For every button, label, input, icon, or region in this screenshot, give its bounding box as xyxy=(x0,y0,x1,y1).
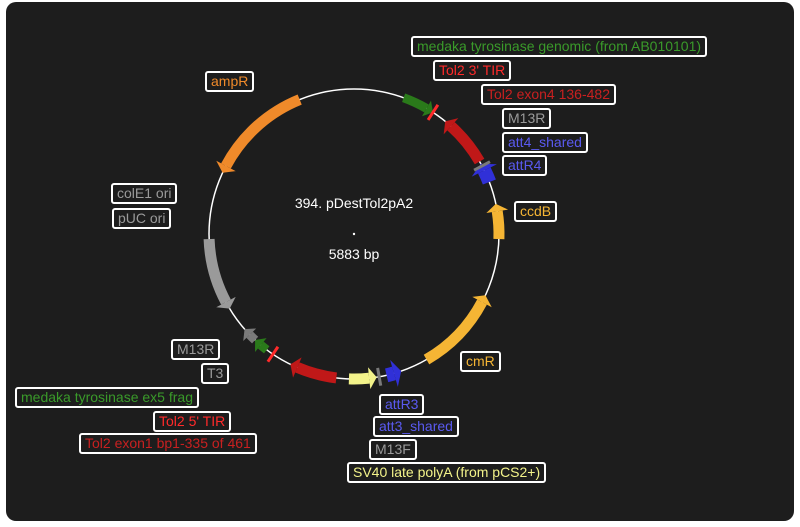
ampr-arc[interactable] xyxy=(221,94,302,169)
label-m13f[interactable]: M13F xyxy=(369,439,417,460)
attr3-arc[interactable] xyxy=(385,366,396,383)
label-attr4[interactable]: attR4 xyxy=(502,155,548,176)
tol2-exon4-arc-arrowhead xyxy=(443,118,459,135)
label-tol2-exon4[interactable]: Tol2 exon4 136-482 xyxy=(481,84,616,105)
plasmid-name: 394. pDestTol2pA2 xyxy=(294,195,414,211)
ori-arc[interactable] xyxy=(203,238,231,305)
tyrosinase-top-arc[interactable] xyxy=(401,93,429,113)
m13-bottom-arc-arrowhead xyxy=(243,328,257,341)
label-m13r-top[interactable]: M13R xyxy=(502,108,552,129)
plasmid-length: 5883 bp xyxy=(328,246,380,262)
label-ccdb[interactable]: ccdB xyxy=(514,201,558,222)
label-puc-ori[interactable]: pUC ori xyxy=(112,208,172,229)
plasmid-map-canvas: 394. pDestTol2pA2 5883 bp medaka tyrosin… xyxy=(6,2,794,521)
tyrosinase-ex5-arc[interactable] xyxy=(257,341,270,354)
tol2-exon4-arc[interactable] xyxy=(447,122,485,165)
label-medaka-tyrosinase-genomic[interactable]: medaka tyrosinase genomic (from AB010101… xyxy=(411,36,708,57)
plasmid-center-dot xyxy=(352,232,356,236)
plasmid-map-svg xyxy=(203,88,509,390)
label-att3-shared[interactable]: att3_shared xyxy=(373,416,459,437)
cmr-arc[interactable] xyxy=(423,299,487,365)
label-tol2-3-tir[interactable]: Tol2 3' TIR xyxy=(433,60,512,81)
m13-bottom-arc[interactable] xyxy=(246,331,259,344)
cmr-arc-arrowhead xyxy=(472,295,492,308)
ampr-arc-arrowhead xyxy=(216,160,236,173)
label-m13r-bottom[interactable]: M13R xyxy=(171,339,221,360)
m13f-tick xyxy=(376,367,383,386)
ccdb-arc[interactable] xyxy=(491,210,505,240)
label-ampr[interactable]: ampR xyxy=(205,71,255,92)
ori-arc-arrowhead xyxy=(216,296,236,309)
polya-arc-arrowhead xyxy=(368,367,377,390)
tol2-exon1-arc[interactable] xyxy=(295,362,338,384)
label-t3[interactable]: T3 xyxy=(201,363,230,384)
attr4-arc-arrowhead xyxy=(471,163,497,177)
label-cole1-ori[interactable]: colE1 ori xyxy=(111,183,178,204)
polya-arc[interactable] xyxy=(348,372,370,385)
label-sv40-polya[interactable]: SV40 late polyA (from pCS2+) xyxy=(347,462,547,483)
tol2-exon1-arc-arrowhead xyxy=(290,357,302,378)
label-att4-shared[interactable]: att4_shared xyxy=(502,132,588,153)
label-medaka-tyrosinase-ex5[interactable]: medaka tyrosinase ex5 frag xyxy=(15,387,199,408)
label-attr3[interactable]: attR3 xyxy=(379,394,425,415)
label-tol2-5-tir[interactable]: Tol2 5' TIR xyxy=(153,411,232,432)
attr4-arc[interactable] xyxy=(478,167,496,185)
tyrosinase-top-arc-arrowhead xyxy=(422,100,433,117)
m13r-top-tick xyxy=(473,160,491,172)
tol2-5-tir-tick xyxy=(266,345,280,363)
ccdb-arc-arrowhead xyxy=(486,203,509,214)
tyrosinase-ex5-arc-arrowhead xyxy=(255,338,267,352)
tol2-3-tir-tick xyxy=(426,104,440,121)
label-tol2-exon1[interactable]: Tol2 exon1 bp1-335 of 461 xyxy=(79,433,257,454)
attr3-arc-arrowhead xyxy=(390,359,402,387)
label-cmr[interactable]: cmR xyxy=(460,351,501,372)
